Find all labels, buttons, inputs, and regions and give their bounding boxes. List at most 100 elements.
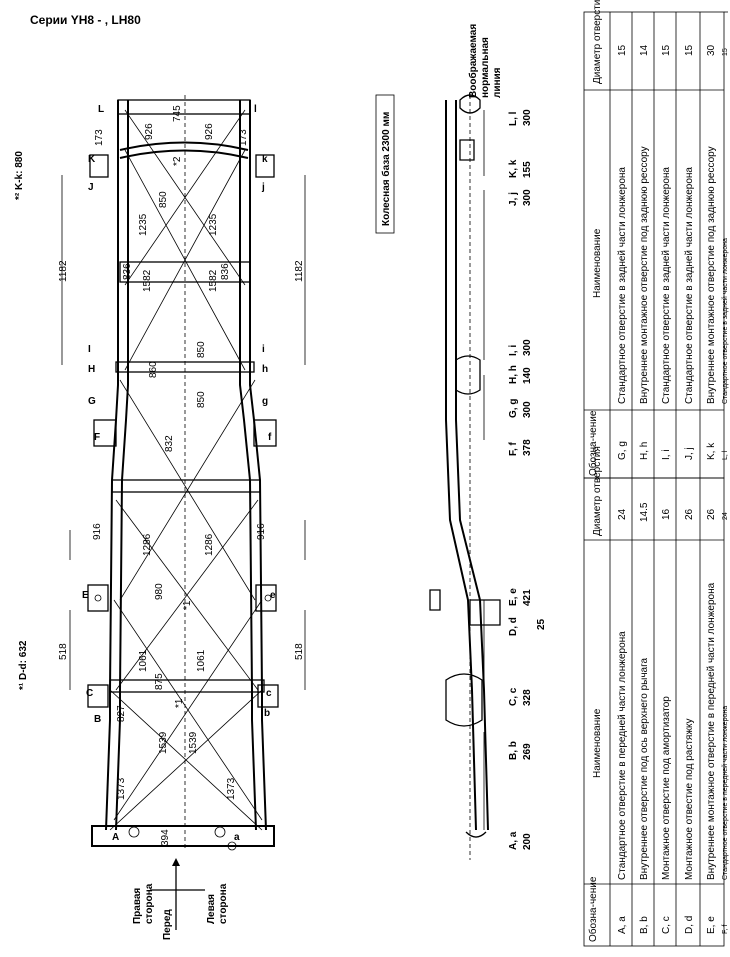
dim: 173	[238, 129, 249, 146]
front-label: Перед	[162, 909, 173, 940]
dim: 1286	[204, 533, 215, 556]
dim: 850	[158, 191, 169, 208]
sv-label-Gg: G, g	[508, 399, 519, 418]
table-row-code: E, e	[706, 916, 717, 934]
table-row-name: Стандартное отверстие в передней части л…	[721, 706, 729, 880]
sv-value-Bb: 269	[522, 743, 533, 760]
table-row-code: L, l	[722, 450, 729, 460]
th-code: Обозна-чение	[587, 876, 599, 942]
dim: 860	[148, 361, 159, 378]
note-dd: *¹ D-d: 632	[18, 640, 29, 690]
dim: 1235	[208, 213, 219, 236]
dim: 1061	[138, 649, 149, 672]
label-J: J	[88, 182, 94, 193]
table-row-name: Внутреннее монтажное отверстие под задню…	[639, 146, 650, 404]
wheelbase-box: Колесная база 2300 мм	[375, 94, 395, 234]
dim: *1	[182, 600, 193, 610]
table-row-code: C, c	[661, 916, 672, 934]
th-name: Наименование	[592, 228, 603, 298]
right-side-label: Правая	[132, 888, 143, 924]
table-row-name: Стандартное отверстие в задней части лон…	[721, 238, 729, 404]
table-row-name: Внутреннее монтажное отверстие в передне…	[706, 582, 717, 880]
note-kk: *² K-k: 880	[14, 151, 25, 200]
dim: 1061	[196, 649, 207, 672]
dim: 1182	[58, 260, 69, 282]
dim: 518	[58, 643, 69, 660]
frame-side-view	[429, 94, 501, 860]
th-code: Обозна-чение	[587, 410, 599, 476]
label-j: j	[261, 182, 265, 193]
label-i: i	[262, 344, 265, 355]
holes-table-rear: Обозна-чение Наименование Диаметр отверс…	[583, 0, 725, 479]
dim: 832	[164, 435, 175, 452]
sv-label-Ii: I, i	[508, 345, 519, 356]
holes-table-front: Обозна-чение Наименование Диаметр отверс…	[583, 446, 725, 947]
holes-table-last-rows: L, l Стандартное отверстие в задней част…	[721, 11, 729, 934]
table-row-dia: 14.5	[639, 502, 650, 522]
sv-value-Cc: 328	[522, 689, 533, 706]
sv-label-Cc: C, c	[508, 687, 519, 706]
label-g: g	[262, 396, 268, 407]
label-I: I	[88, 344, 91, 355]
series-title: Серии YH8 - , LH80	[30, 13, 141, 27]
th-dia: Диаметр отверстия	[592, 446, 603, 536]
label-C: C	[86, 688, 93, 699]
dim: 394	[160, 829, 171, 846]
left-side-label-2: сторона	[218, 883, 229, 924]
dim: 518	[294, 643, 305, 660]
table-row-dia: 16	[661, 508, 672, 520]
orientation-indicator: Правая сторона Левая сторона Перед	[132, 858, 229, 940]
dim: 836	[122, 263, 133, 280]
sv-label-Bb: B, b	[508, 741, 519, 760]
reference-line-note: Воображаемая нормальная линия	[467, 24, 503, 98]
sv-value-Jj: 300	[522, 189, 533, 206]
dim: 916	[256, 523, 267, 540]
sv-value-Ff: 378	[522, 439, 533, 456]
sv-value-Kk: 155	[522, 161, 533, 178]
label-B: B	[94, 714, 101, 725]
table-row-dia: 24	[722, 512, 729, 520]
table-row-name: Внутреннее монтажное отверстие под задню…	[706, 146, 717, 404]
table-row-code: I, i	[661, 449, 672, 460]
dim: 850	[196, 391, 207, 408]
label-K: K	[88, 154, 96, 165]
sv-label-Dd: D, d	[508, 617, 519, 636]
sv-value-Ll: 300	[522, 109, 533, 126]
sv-label-Hh: H, h	[508, 365, 519, 384]
table-row-dia: 15	[684, 44, 695, 56]
dim: 173	[94, 129, 105, 146]
sv-value-Aa: 200	[522, 833, 533, 850]
sv-label-Kk: K, k	[508, 159, 519, 178]
ref-line-2: нормальная	[480, 37, 491, 98]
table-row-code: G, g	[617, 441, 628, 460]
dim: 1373	[226, 777, 237, 800]
label-k: k	[262, 154, 268, 165]
side-view-labels: A, a 200 B, b 269 C, c 328 D, d 25 E, e …	[508, 109, 547, 850]
label-G: G	[88, 396, 96, 407]
table-row-code: B, b	[639, 916, 650, 934]
sv-value-Gg: 300	[522, 401, 533, 418]
table-row-code: K, k	[706, 442, 717, 460]
label-e: e	[270, 590, 276, 601]
label-A: A	[112, 832, 119, 843]
wheelbase-label: Колесная база 2300 мм	[380, 112, 392, 226]
frame-labels-right-side: A B C F G H I J K L E	[82, 104, 119, 843]
table-row-dia: 15	[617, 44, 628, 56]
table-row-dia: 26	[706, 508, 717, 520]
label-F: F	[94, 432, 100, 443]
dim: 1182	[294, 260, 305, 282]
sv-label-Ff: F, f	[508, 441, 519, 456]
th-dia: Диаметр отверстия	[592, 0, 603, 84]
dim: 926	[144, 123, 155, 140]
dim: 745	[172, 105, 183, 122]
dim: 1235	[138, 213, 149, 236]
sv-label-Ee: E, e	[508, 588, 519, 606]
ref-line-3: линия	[492, 67, 503, 98]
sv-label-Jj: J, j	[508, 192, 519, 206]
label-c: c	[266, 688, 272, 699]
sv-value-Ii: 300	[522, 339, 533, 356]
dim: *2	[172, 156, 183, 166]
table-row-dia: 14	[639, 44, 650, 56]
table-row-dia: 30	[706, 44, 717, 56]
